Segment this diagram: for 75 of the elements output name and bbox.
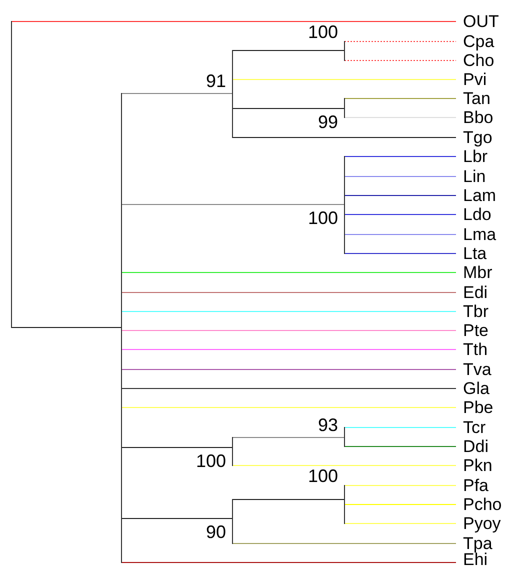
branch-line xyxy=(344,117,456,118)
bootstrap-value: 93 xyxy=(316,416,338,434)
branch-line xyxy=(121,407,456,408)
branch-line xyxy=(344,523,456,524)
branch-line xyxy=(11,327,122,328)
taxon-label: Gla xyxy=(456,381,490,396)
taxon-label: Ldo xyxy=(456,207,492,222)
branch-line xyxy=(232,50,344,51)
taxon-label: Lin xyxy=(456,169,486,184)
branch-line xyxy=(11,21,456,22)
taxon-label: Tva xyxy=(456,362,492,377)
taxon-label: Tth xyxy=(456,342,488,357)
taxon-label: Lta xyxy=(456,246,487,261)
branch-line xyxy=(344,446,456,447)
branch-line xyxy=(344,195,456,196)
taxon-label: Cho xyxy=(456,53,494,68)
branch-line xyxy=(232,543,456,544)
taxon-label: Tcr xyxy=(456,420,486,435)
branch-line xyxy=(121,562,456,563)
branch-line xyxy=(121,518,232,519)
taxon-label: Ehi xyxy=(456,552,488,567)
taxon-label: Tan xyxy=(456,91,490,106)
taxon-label: Bbo xyxy=(456,110,494,125)
branch-line xyxy=(232,499,344,500)
taxon-label: Pcho xyxy=(456,497,502,512)
taxon-label: Tbr xyxy=(456,304,488,319)
branch-line xyxy=(232,79,456,80)
branch-line xyxy=(344,485,456,486)
branch-line xyxy=(121,369,456,370)
bootstrap-value: 99 xyxy=(316,113,338,131)
branch-line xyxy=(232,108,344,109)
branch-line xyxy=(121,311,456,312)
branch-line xyxy=(121,272,456,273)
bootstrap-value: 100 xyxy=(306,467,338,485)
branch-line xyxy=(344,98,456,99)
taxon-label: Tpa xyxy=(456,536,492,551)
bootstrap-value: 100 xyxy=(194,452,226,470)
branch-line xyxy=(232,137,456,138)
taxon-label: Pte xyxy=(456,323,489,338)
branch-line xyxy=(232,437,344,438)
taxon-label: Cpa xyxy=(456,34,494,49)
branch-line xyxy=(344,214,456,215)
taxon-label: Pyoy xyxy=(456,516,501,531)
taxon-label: Lam xyxy=(456,188,496,203)
branch-line xyxy=(121,388,456,389)
taxon-label: Lbr xyxy=(456,149,488,164)
taxon-label: OUT xyxy=(456,14,499,29)
branch-line xyxy=(344,176,456,177)
taxon-label: Tgo xyxy=(456,130,492,145)
branch-line xyxy=(344,427,456,428)
branch-line xyxy=(232,465,456,466)
branch-line xyxy=(344,60,456,61)
branch-line xyxy=(344,504,456,505)
bootstrap-value: 91 xyxy=(204,72,226,90)
branch-line xyxy=(121,204,344,205)
taxon-label: Mbr xyxy=(456,265,492,280)
taxon-label: Pkn xyxy=(456,458,492,473)
branch-line xyxy=(344,234,456,235)
branch-line xyxy=(121,93,232,94)
branch-line xyxy=(121,292,456,293)
taxon-label: Pvi xyxy=(456,72,487,87)
bootstrap-value: 100 xyxy=(306,23,338,41)
taxon-label: Ddi xyxy=(456,439,489,454)
branch-line xyxy=(121,447,232,448)
taxon-label: Lma xyxy=(456,227,496,242)
branch-line xyxy=(121,330,456,331)
branch-line xyxy=(344,41,456,42)
bootstrap-value: 100 xyxy=(306,209,338,227)
branch-line xyxy=(121,349,456,350)
taxon-label: Pbe xyxy=(456,400,494,415)
taxon-label: Pfa xyxy=(456,478,489,493)
branch-line xyxy=(344,253,456,254)
bootstrap-value: 90 xyxy=(204,523,226,541)
branch-line xyxy=(344,156,456,157)
taxon-label: Edi xyxy=(456,285,488,300)
